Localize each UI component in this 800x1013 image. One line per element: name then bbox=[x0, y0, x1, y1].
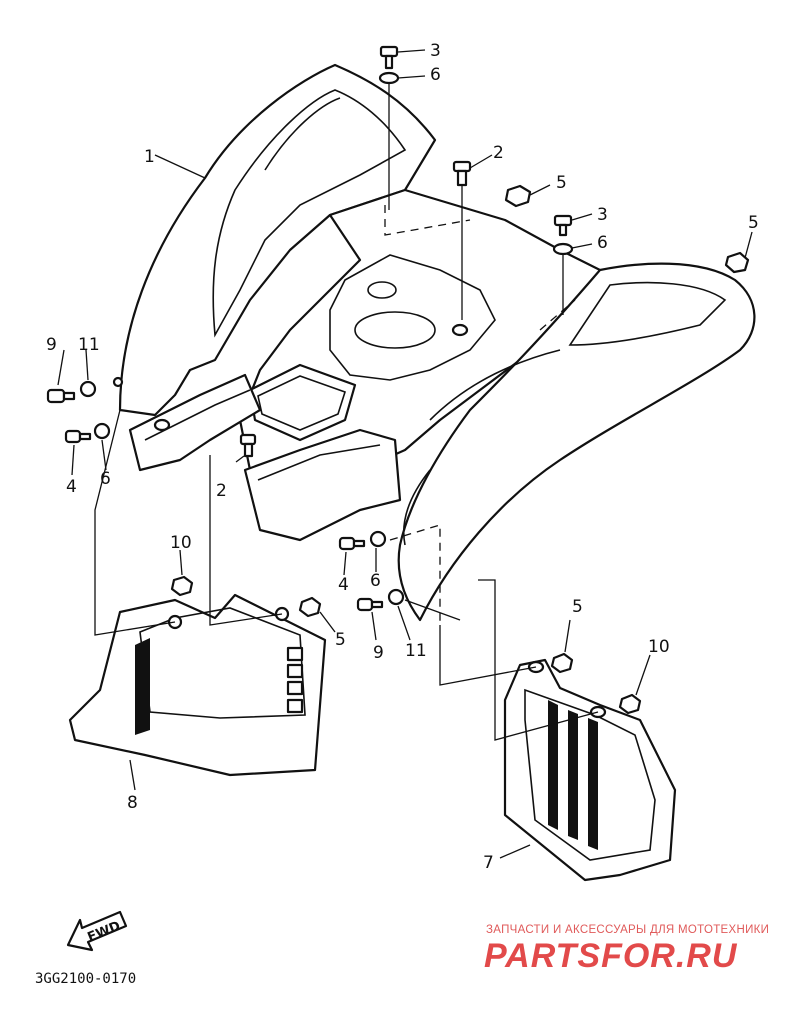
watermark-logo: ЗАПЧАСТИ И АКСЕССУАРЫ ДЛЯ МОТОТЕХНИКИ PA… bbox=[484, 924, 769, 975]
rear-fender-part-1 bbox=[118, 63, 756, 622]
fwd-arrow-icon: FWD bbox=[66, 910, 128, 952]
callout-4: 4 bbox=[66, 477, 77, 497]
callout-5: 5 bbox=[556, 173, 567, 193]
callout-6: 6 bbox=[430, 65, 441, 85]
callout-1: 1 bbox=[144, 147, 155, 167]
part-code: 3GG2100-0170 bbox=[35, 971, 136, 987]
callout-9: 9 bbox=[373, 643, 384, 663]
washer-icon bbox=[378, 71, 400, 85]
callout-10: 10 bbox=[648, 637, 670, 657]
callout-5: 5 bbox=[572, 597, 583, 617]
callout-3: 3 bbox=[430, 41, 441, 61]
callout-numbers: 1 2 2 3 3 4 4 5 5 5 5 5 6 6 6 6 7 8 9 9 … bbox=[46, 41, 759, 873]
callout-6: 6 bbox=[100, 469, 111, 489]
callout-8: 8 bbox=[127, 793, 138, 813]
callout-6: 6 bbox=[597, 233, 608, 253]
callout-5: 5 bbox=[335, 630, 346, 650]
callout-11: 11 bbox=[78, 335, 100, 355]
watermark-tagline: ЗАПЧАСТИ И АКСЕССУАРЫ ДЛЯ МОТОТЕХНИКИ bbox=[486, 924, 769, 936]
callout-10: 10 bbox=[170, 533, 192, 553]
callout-4: 4 bbox=[338, 575, 349, 595]
fasteners bbox=[46, 45, 750, 715]
callout-6: 6 bbox=[370, 571, 381, 591]
callout-3: 3 bbox=[597, 205, 608, 225]
callout-7: 7 bbox=[483, 853, 494, 873]
callout-9: 9 bbox=[46, 335, 57, 355]
left-mud-flap-part-8 bbox=[68, 593, 327, 777]
callout-2: 2 bbox=[493, 143, 504, 163]
callout-11: 11 bbox=[405, 641, 427, 661]
watermark-brand: PARTSFOR.RU bbox=[484, 937, 738, 975]
callout-5: 5 bbox=[748, 213, 759, 233]
leader-lines bbox=[57, 49, 753, 859]
bolt-icon bbox=[379, 45, 399, 58]
callout-2: 2 bbox=[216, 481, 227, 501]
nut-icon bbox=[504, 184, 532, 208]
right-mud-flap-part-7 bbox=[503, 658, 677, 882]
